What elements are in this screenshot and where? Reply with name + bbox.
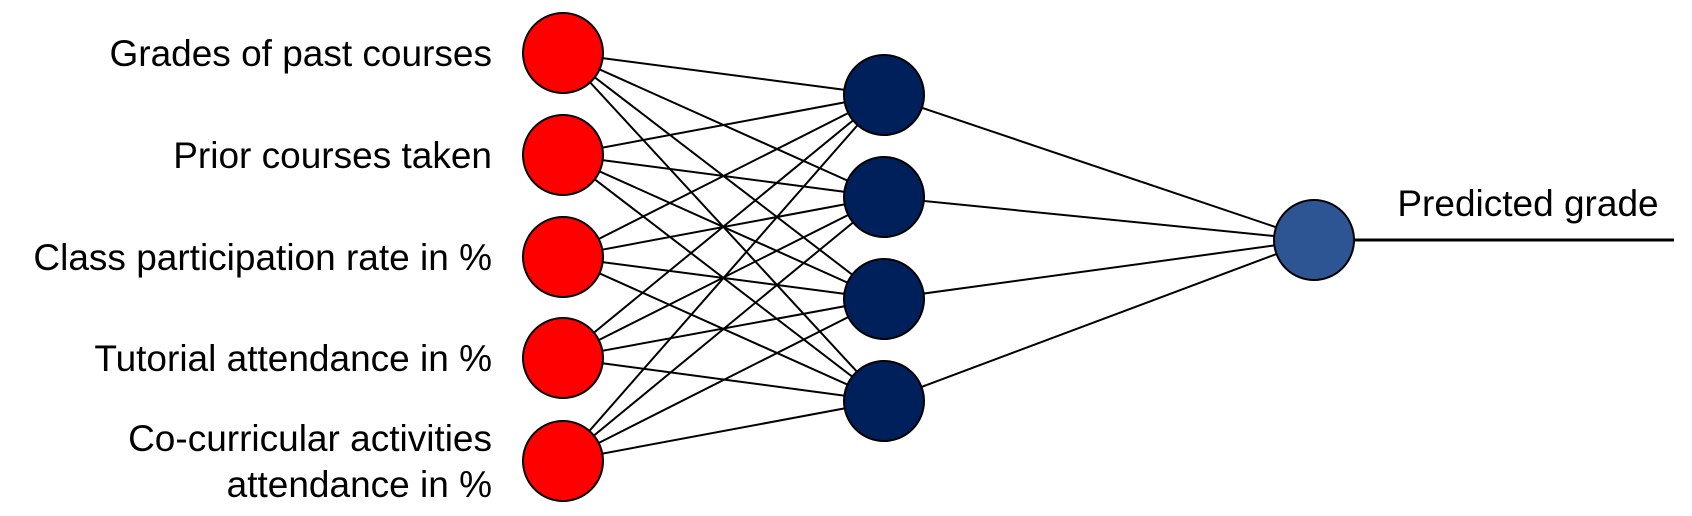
edge-hidden-1-to-output [883, 94, 1315, 241]
input-node-4 [522, 317, 604, 399]
edge-hidden-4-to-output [883, 239, 1315, 402]
input-node-1 [522, 12, 604, 94]
input-node-3 [522, 216, 604, 298]
edge-input-1-to-hidden-1 [562, 52, 885, 96]
output-node [1273, 199, 1355, 281]
hidden-node-3 [843, 258, 925, 340]
input-label-4: Tutorial attendance in % [94, 338, 492, 379]
hidden-node-1 [843, 54, 925, 136]
edge-input-3-to-hidden-1 [562, 94, 885, 258]
input-node-5 [522, 420, 604, 502]
input-label-5-line-1: Co-curricular activities [128, 418, 492, 459]
input-label-1: Grades of past courses [109, 33, 492, 74]
input-node-2 [522, 114, 604, 196]
input-label-3: Class participation rate in % [33, 237, 492, 278]
edge-input-2-to-hidden-1 [562, 94, 885, 156]
edge-input-5-to-hidden-2 [562, 196, 885, 462]
hidden-node-4 [843, 360, 925, 442]
edge-input-5-to-hidden-1 [562, 94, 885, 462]
input-label-5-line-2: attendance in % [227, 464, 492, 505]
network-edges [562, 52, 1674, 462]
input-label-2: Prior courses taken [173, 135, 492, 176]
edge-hidden-3-to-output [883, 239, 1315, 300]
network-nodes [522, 12, 1355, 502]
output-label: Predicted grade [1397, 183, 1658, 224]
edge-hidden-2-to-output [883, 196, 1315, 241]
edge-input-4-to-hidden-1 [562, 94, 885, 359]
edge-input-5-to-hidden-4 [562, 400, 885, 462]
edge-input-5-to-hidden-3 [562, 298, 885, 462]
hidden-node-2 [843, 156, 925, 238]
